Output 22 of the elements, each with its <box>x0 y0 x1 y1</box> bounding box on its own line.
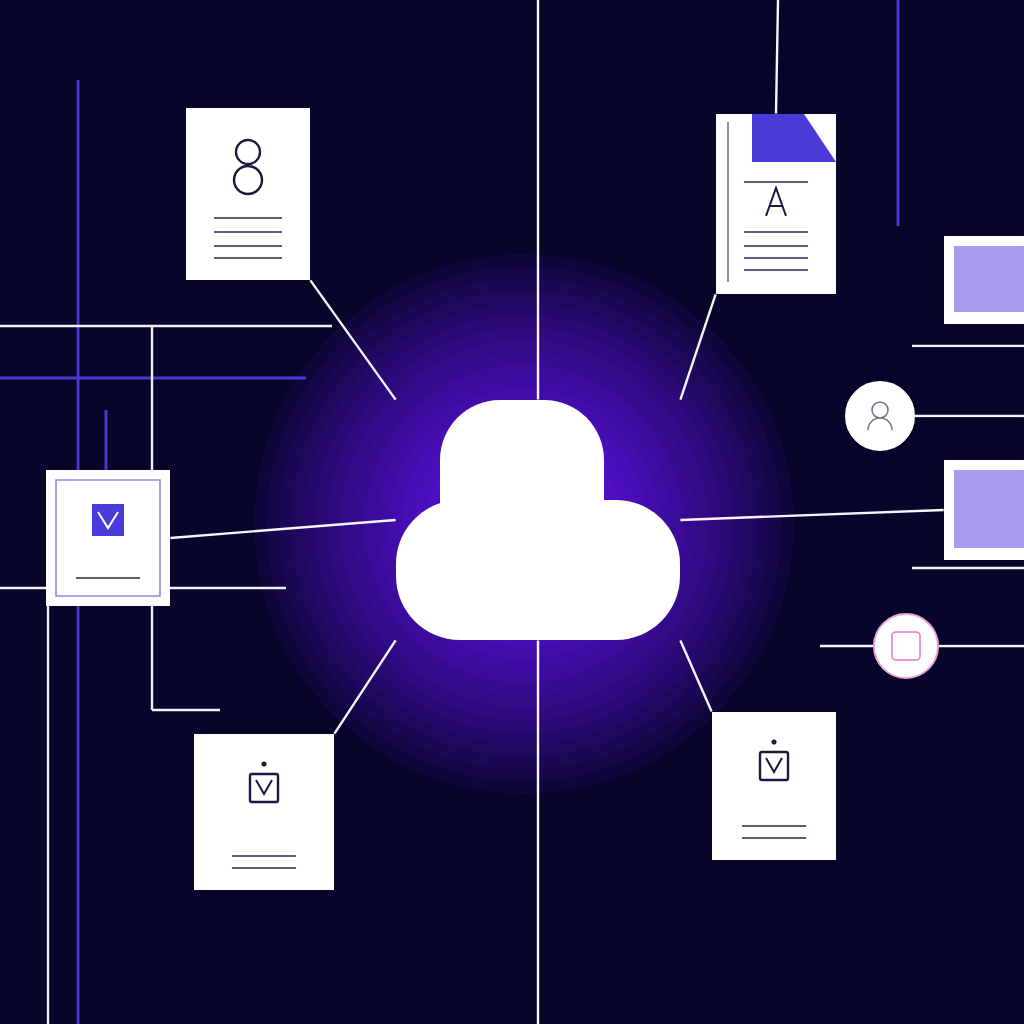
card <box>46 470 170 606</box>
connector-line <box>820 644 873 648</box>
connector-line <box>536 640 540 1024</box>
connector-line <box>774 0 780 114</box>
connector-line <box>915 414 1024 418</box>
card <box>712 712 836 860</box>
document-card <box>186 108 310 280</box>
connector-line <box>939 644 1024 648</box>
monitor-screen <box>944 236 1024 324</box>
connector-line <box>679 294 717 400</box>
monitor-screen <box>944 460 1024 560</box>
connector-line <box>536 0 540 400</box>
connector-line <box>309 279 397 401</box>
card <box>194 734 334 890</box>
connector-line <box>679 639 713 713</box>
connector-line <box>170 518 396 540</box>
connector-line <box>680 508 944 522</box>
circle-badge <box>873 613 939 679</box>
cloud-shape <box>396 400 680 640</box>
circle-badge <box>845 381 915 451</box>
document-card <box>716 114 836 294</box>
connector-line <box>333 639 397 735</box>
